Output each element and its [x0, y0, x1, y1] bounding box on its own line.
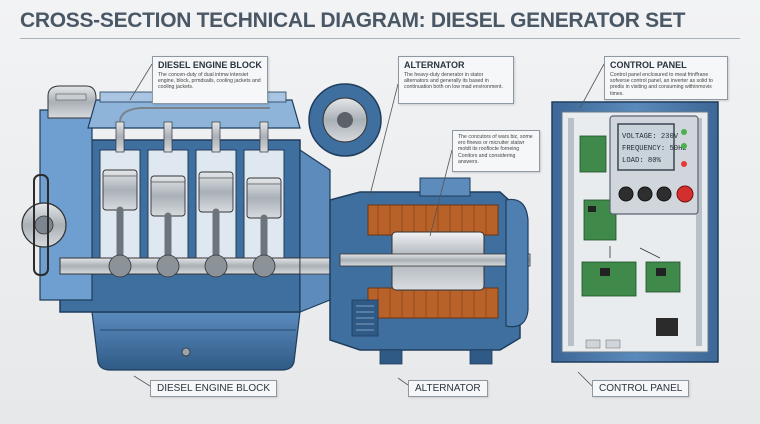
din-rail: [568, 118, 574, 346]
connecting-rods: [116, 206, 268, 266]
control-cabinet: VOLTAGE: 230V FREQUENCY: 50Hz LOAD: 80%: [551, 101, 719, 363]
leader-alternator-top: [369, 83, 399, 196]
stator-winding-top: [367, 204, 499, 236]
mount-foot: [469, 349, 493, 365]
thermostat-housing: [47, 85, 97, 119]
vent-slots: [356, 305, 374, 331]
emergency-stop-button[interactable]: [676, 185, 694, 203]
winding-lines: [377, 205, 487, 318]
bell-housing: [299, 148, 331, 313]
injector-4: [259, 121, 269, 153]
terminal-box: [419, 177, 471, 197]
label-engine-bottom: DIESEL ENGINE BLOCK: [150, 380, 277, 397]
load-readout: LOAD: 80%: [622, 157, 662, 165]
fuel-injectors: [115, 107, 270, 153]
selector-knob[interactable]: [656, 186, 672, 202]
label-panel-bottom: CONTROL PANEL: [592, 380, 690, 397]
injector-3: [211, 121, 221, 153]
leader-engine-bottom: [133, 375, 151, 387]
diesel-engine: [21, 83, 382, 371]
lcd-display: [617, 123, 675, 171]
callout-panel-title: CONTROL PANEL: [610, 60, 687, 70]
selector-knob[interactable]: [618, 186, 634, 202]
din-rail: [696, 118, 702, 346]
leader-lines: [129, 63, 605, 387]
callout-engine: DIESEL ENGINE BLOCK The concen-duty of d…: [152, 56, 268, 104]
pulley-hub: [34, 215, 54, 235]
oil-sump: [91, 311, 301, 371]
callout-alternator: ALTERNATOR The heavy-duty denerator in s…: [398, 56, 514, 104]
control-pcb: [579, 135, 607, 173]
callout-stator-desc: The concutors of wars biz, some ero fine…: [458, 134, 533, 165]
page-title: CROSS-SECTION TECHNICAL DIAGRAM: DIESEL …: [20, 9, 686, 32]
ic-chip: [600, 268, 610, 276]
status-led-green: [681, 143, 687, 149]
leader-panel-top: [579, 63, 605, 109]
control-pcb: [645, 261, 681, 293]
label-alternator-bottom: ALTERNATOR: [408, 380, 488, 397]
leader-panel-bottom: [577, 371, 593, 387]
callout-panel: CONTROL PANEL Control panel enclosured t…: [604, 56, 728, 100]
mount-foot: [379, 349, 403, 365]
drive-belt: [33, 174, 49, 276]
crank-journal-1: [108, 254, 132, 278]
leader-alternator-bottom: [397, 377, 409, 386]
circuit-breaker: [656, 318, 678, 336]
callout-alternator-desc: The heavy-duty denerator in stator alter…: [404, 72, 503, 91]
injector-2: [163, 121, 173, 153]
control-pcb: [581, 261, 637, 297]
voltage-readout: VOLTAGE: 230V: [622, 133, 679, 141]
ic-chip: [656, 268, 666, 276]
frequency-readout: FREQUENCY: 50Hz: [622, 145, 687, 153]
crank-journal-3: [204, 254, 228, 278]
crank-journal-2: [156, 254, 180, 278]
leader-engine-top: [129, 63, 153, 101]
callout-alternator-title: ALTERNATOR: [404, 60, 465, 70]
wiring: [609, 246, 661, 259]
injector-1: [115, 121, 125, 153]
leader-stator: [429, 149, 453, 237]
ic-chip: [588, 206, 596, 212]
drain-plug: [181, 347, 191, 357]
pistons: [102, 169, 282, 219]
selector-knob[interactable]: [637, 186, 653, 202]
callout-engine-desc: The concen-duty of dual intmw intersiet …: [158, 72, 261, 91]
stator-winding-bottom: [367, 287, 499, 319]
alternator: [329, 177, 531, 365]
terminal-block: [605, 339, 621, 349]
turbo-hub: [337, 112, 353, 128]
fuel-rail: [119, 107, 270, 123]
callout-panel-desc: Control panel enclosured to meat frinffr…: [610, 72, 713, 97]
status-led-green: [681, 129, 687, 135]
title-divider: [20, 38, 740, 39]
alarm-led-red: [681, 161, 687, 167]
crank-journal-4: [252, 254, 276, 278]
cooling-fan: [505, 198, 529, 328]
terminal-block: [585, 339, 601, 349]
callout-stator: The concutors of wars biz, some ero fine…: [452, 130, 540, 172]
rotor-shaft: [339, 253, 531, 267]
callout-engine-title: DIESEL ENGINE BLOCK: [158, 60, 262, 70]
hose-clamp: [55, 93, 87, 101]
